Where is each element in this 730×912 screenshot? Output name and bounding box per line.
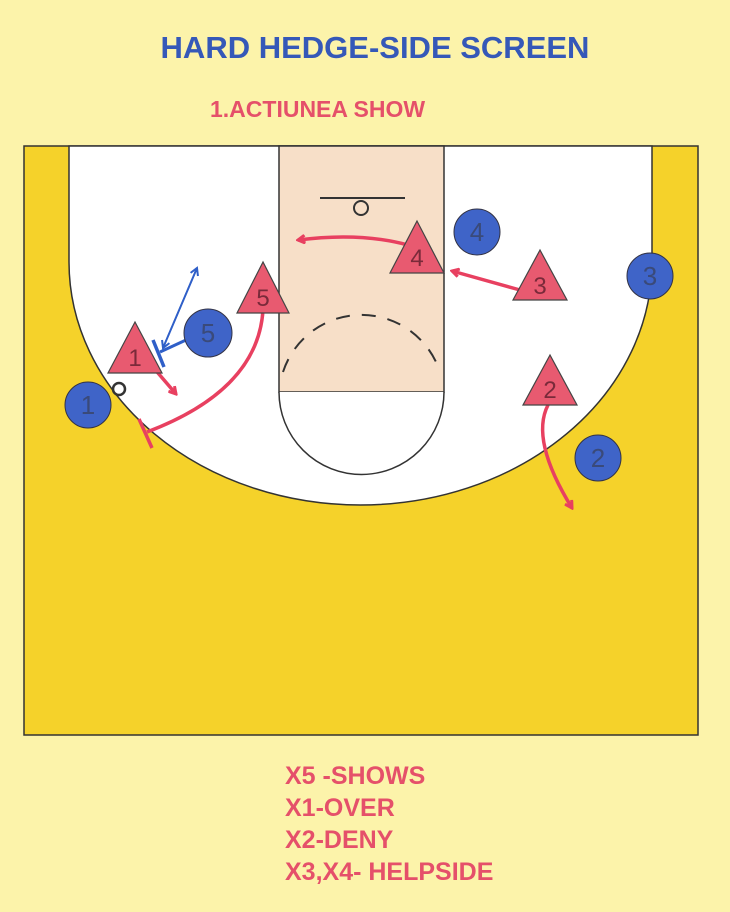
free-throw-dashed-arc: [282, 313, 441, 373]
offense-player-2: 2: [574, 434, 622, 482]
free-throw-circle: [278, 391, 445, 476]
offense-player-5: 5: [183, 308, 233, 358]
diagram-title: HARD HEDGE-SIDE SCREEN: [160, 30, 590, 65]
coaching-notes: X5 -SHOWS X1-OVER X2-DENY X3,X4- HELPSID…: [285, 760, 493, 888]
note-x2: X2-DENY: [285, 826, 394, 854]
defense-player-x5: 5: [236, 260, 290, 314]
note-x3-x4: X3,X4- HELPSIDE: [285, 858, 494, 886]
offense-player-3: 3: [626, 252, 674, 300]
player-number: 3: [533, 273, 546, 300]
x5-show-stop: [137, 418, 154, 449]
player-marker: [521, 353, 579, 406]
defense-player-x1: 1: [107, 320, 163, 374]
player-number: 1: [81, 390, 95, 420]
hoop: [353, 200, 369, 216]
player-number: 4: [410, 245, 423, 272]
screen-line: [159, 338, 187, 354]
player-marker: [107, 320, 163, 374]
player-marker: [236, 260, 290, 314]
player-number: 2: [543, 377, 556, 404]
x2-deny-arrow: [540, 404, 572, 508]
offense-player-4: 4: [453, 208, 501, 256]
player-marker: [389, 219, 445, 274]
ball: [111, 381, 127, 397]
player-marker: [626, 252, 674, 300]
defense-player-x2: 2: [521, 353, 579, 406]
player-number: 2: [591, 443, 605, 473]
player-number: 4: [470, 217, 484, 247]
player-marker: [183, 308, 233, 358]
defense-player-x4: 4: [389, 219, 445, 274]
player-marker: [453, 208, 501, 256]
player-number: 5: [256, 285, 269, 312]
note-x5: X5 -SHOWS: [285, 762, 426, 790]
player-marker: [511, 248, 569, 301]
player-number: 1: [128, 345, 141, 372]
diagram-subtitle: 1.ACTIUNEA SHOW: [210, 96, 426, 122]
x4-rotation-arrow: [298, 237, 409, 247]
screen-bar: [151, 339, 166, 368]
player-marker: [64, 381, 112, 429]
x3-rotation-arrow: [452, 271, 521, 292]
defense-player-x3: 3: [511, 248, 569, 301]
x5-show-line: [146, 309, 265, 434]
player-marker: [574, 434, 622, 482]
note-x1: X1-OVER: [285, 794, 395, 822]
roll-arrow-back: [163, 267, 198, 348]
offense-player-1: 1: [64, 381, 112, 429]
player-number: 3: [643, 261, 657, 291]
player-number: 5: [201, 318, 215, 348]
